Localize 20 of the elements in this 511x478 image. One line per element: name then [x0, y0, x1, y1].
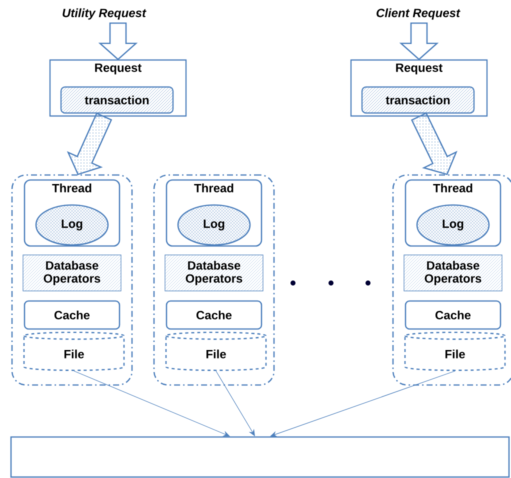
cache-box: Cache	[404, 300, 502, 330]
thread-group-box	[153, 174, 275, 386]
file-cylinder: File	[404, 332, 506, 371]
arrow	[270, 370, 456, 437]
cache-box: Cache	[166, 300, 262, 330]
transaction-box: transaction	[361, 86, 475, 114]
file-cylinder: File	[165, 332, 267, 371]
operators-box: Database Operators	[164, 254, 264, 292]
operators-box: Database Operators	[22, 254, 122, 292]
heading-text: Client Request	[376, 8, 460, 20]
operators-box: Database Operators	[404, 254, 502, 292]
database-box	[10, 436, 510, 478]
block-arrow	[98, 22, 138, 60]
heading-text: Utility Request	[62, 8, 146, 20]
block-arrow	[399, 22, 439, 60]
thread-group-box	[11, 174, 133, 386]
transaction-box: transaction	[60, 86, 174, 114]
file-cylinder: File	[23, 332, 125, 371]
cache-box: Cache	[24, 300, 120, 330]
thread-group-box	[392, 174, 511, 386]
